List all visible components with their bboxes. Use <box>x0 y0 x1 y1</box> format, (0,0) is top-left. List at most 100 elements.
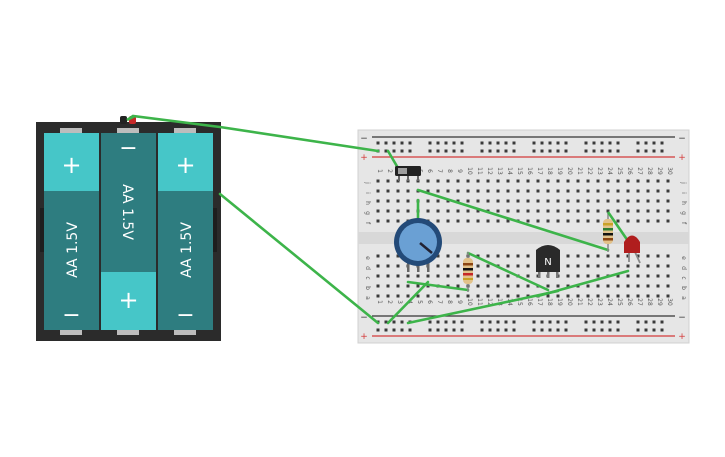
rail-hole[interactable] <box>600 149 604 153</box>
breadboard-hole[interactable] <box>486 294 490 298</box>
rail-hole[interactable] <box>584 320 588 324</box>
rail-hole[interactable] <box>384 320 388 324</box>
breadboard-hole[interactable] <box>666 284 670 288</box>
battery-lead-black[interactable] <box>120 116 127 124</box>
rail-hole[interactable] <box>584 141 588 145</box>
rail-hole[interactable] <box>488 328 492 332</box>
breadboard-hole[interactable] <box>386 179 390 183</box>
breadboard-hole[interactable] <box>526 199 530 203</box>
breadboard-hole[interactable] <box>646 254 650 258</box>
breadboard-hole[interactable] <box>376 209 380 213</box>
breadboard-hole[interactable] <box>656 209 660 213</box>
breadboard-hole[interactable] <box>506 264 510 268</box>
breadboard-hole[interactable] <box>456 209 460 213</box>
breadboard-hole[interactable] <box>576 274 580 278</box>
breadboard-hole[interactable] <box>626 264 630 268</box>
rail-hole[interactable] <box>400 328 404 332</box>
rail-hole[interactable] <box>444 149 448 153</box>
rail-hole[interactable] <box>428 320 432 324</box>
rail-hole[interactable] <box>496 328 500 332</box>
breadboard-hole[interactable] <box>446 189 450 193</box>
breadboard-hole[interactable] <box>666 274 670 278</box>
breadboard-hole[interactable] <box>396 219 400 223</box>
rail-hole[interactable] <box>592 328 596 332</box>
rail-hole[interactable] <box>540 149 544 153</box>
breadboard-hole[interactable] <box>376 264 380 268</box>
rail-hole[interactable] <box>564 141 568 145</box>
breadboard-hole[interactable] <box>596 274 600 278</box>
breadboard-hole[interactable] <box>436 189 440 193</box>
wire-battery-negative[interactable] <box>218 192 380 325</box>
rail-hole[interactable] <box>452 320 456 324</box>
breadboard-hole[interactable] <box>426 274 430 278</box>
rail-hole[interactable] <box>496 141 500 145</box>
breadboard-hole[interactable] <box>536 189 540 193</box>
breadboard-hole[interactable] <box>636 284 640 288</box>
breadboard-hole[interactable] <box>456 274 460 278</box>
breadboard-hole[interactable] <box>456 179 460 183</box>
breadboard-hole[interactable] <box>436 254 440 258</box>
breadboard-hole[interactable] <box>436 264 440 268</box>
breadboard-hole[interactable] <box>446 284 450 288</box>
rail-hole[interactable] <box>644 141 648 145</box>
rail-hole[interactable] <box>488 141 492 145</box>
breadboard-hole[interactable] <box>556 199 560 203</box>
breadboard-hole[interactable] <box>376 254 380 258</box>
breadboard-hole[interactable] <box>456 219 460 223</box>
wire-gnd-to-pot[interactable] <box>386 280 430 325</box>
rail-hole[interactable] <box>548 320 552 324</box>
breadboard-hole[interactable] <box>536 179 540 183</box>
breadboard-hole[interactable] <box>586 264 590 268</box>
breadboard-hole[interactable] <box>626 254 630 258</box>
rail-hole[interactable] <box>636 149 640 153</box>
rail-hole[interactable] <box>452 328 456 332</box>
breadboard-hole[interactable] <box>486 189 490 193</box>
breadboard-hole[interactable] <box>476 219 480 223</box>
breadboard-hole[interactable] <box>476 294 480 298</box>
breadboard-hole[interactable] <box>646 274 650 278</box>
breadboard-hole[interactable] <box>506 199 510 203</box>
resistor-1[interactable] <box>463 252 473 292</box>
breadboard-hole[interactable] <box>506 254 510 258</box>
breadboard-hole[interactable] <box>436 274 440 278</box>
breadboard-hole[interactable] <box>646 219 650 223</box>
breadboard-hole[interactable] <box>506 189 510 193</box>
rail-hole[interactable] <box>660 328 664 332</box>
rail-hole[interactable] <box>540 328 544 332</box>
breadboard-hole[interactable] <box>406 294 410 298</box>
breadboard-hole[interactable] <box>476 284 480 288</box>
breadboard-hole[interactable] <box>526 284 530 288</box>
breadboard-hole[interactable] <box>626 179 630 183</box>
breadboard-hole[interactable] <box>386 219 390 223</box>
resistor-2[interactable] <box>603 211 630 252</box>
rail-hole[interactable] <box>392 328 396 332</box>
rail-hole[interactable] <box>652 149 656 153</box>
breadboard-hole[interactable] <box>606 254 610 258</box>
breadboard-hole[interactable] <box>666 199 670 203</box>
breadboard-hole[interactable] <box>596 294 600 298</box>
breadboard-hole[interactable] <box>526 189 530 193</box>
breadboard-hole[interactable] <box>476 274 480 278</box>
breadboard-hole[interactable] <box>616 209 620 213</box>
wires[interactable] <box>126 114 630 325</box>
rail-hole[interactable] <box>400 141 404 145</box>
rail-hole[interactable] <box>608 149 612 153</box>
breadboard-hole[interactable] <box>616 189 620 193</box>
breadboard-hole[interactable] <box>496 219 500 223</box>
rail-hole[interactable] <box>504 328 508 332</box>
rail-hole[interactable] <box>488 149 492 153</box>
rail-hole[interactable] <box>556 328 560 332</box>
breadboard-hole[interactable] <box>486 274 490 278</box>
breadboard-hole[interactable] <box>426 209 430 213</box>
breadboard-hole[interactable] <box>426 189 430 193</box>
breadboard-hole[interactable] <box>556 209 560 213</box>
breadboard-hole[interactable] <box>516 264 520 268</box>
rail-hole[interactable] <box>644 320 648 324</box>
breadboard-holes[interactable] <box>376 141 670 332</box>
rail-hole[interactable] <box>480 149 484 153</box>
breadboard-hole[interactable] <box>416 274 420 278</box>
breadboard-hole[interactable] <box>496 209 500 213</box>
rail-hole[interactable] <box>652 141 656 145</box>
breadboard-hole[interactable] <box>516 254 520 258</box>
breadboard-hole[interactable] <box>526 179 530 183</box>
